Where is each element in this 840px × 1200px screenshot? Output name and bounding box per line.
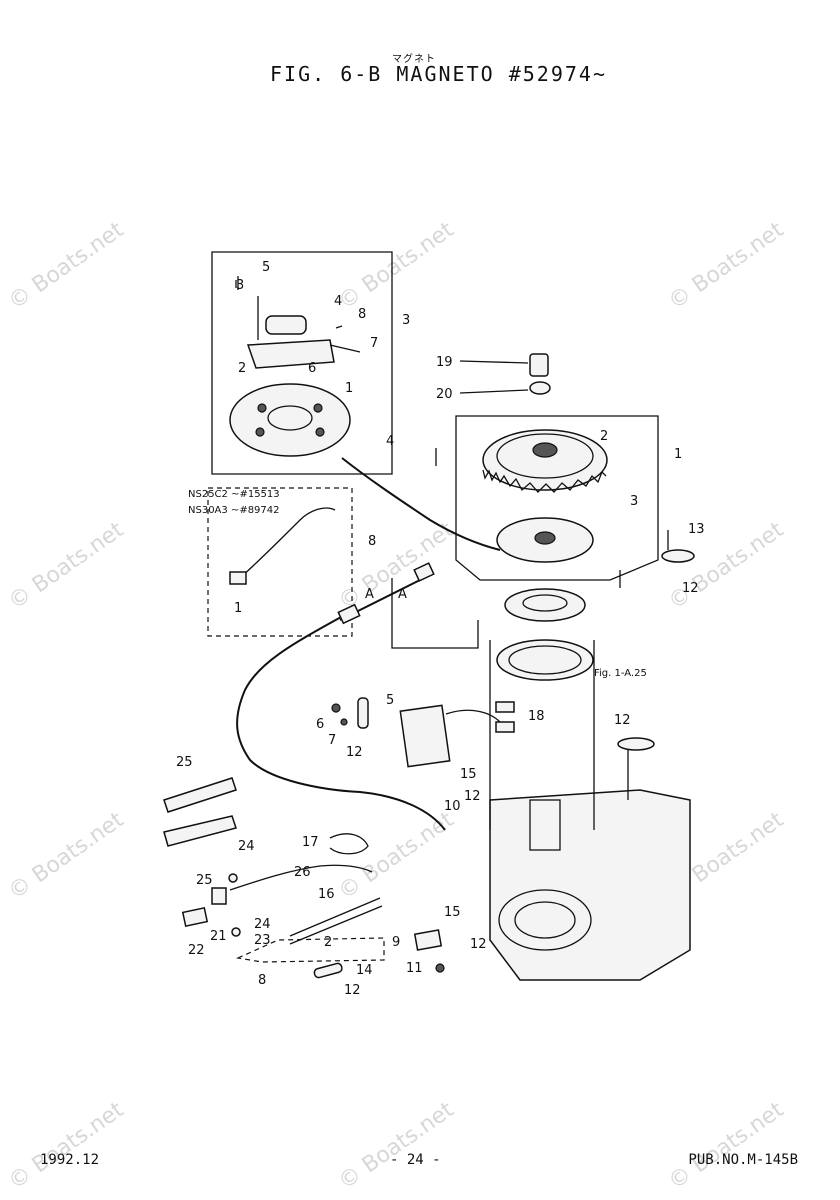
watermark-8: © Boats.net — [334, 807, 459, 905]
watermark-7: © Boats.net — [4, 807, 129, 905]
callout-8: 8 — [358, 307, 366, 322]
reference-note: Fig. 1-A.25 — [594, 668, 647, 679]
callout-7: 7 — [370, 336, 378, 351]
callout-21: 21 — [210, 929, 227, 944]
watermark-2: © Boats.net — [334, 217, 459, 315]
callout-5b: 5 — [386, 693, 394, 708]
callout-8c: 8 — [258, 973, 266, 988]
watermark-4: © Boats.net — [4, 517, 129, 615]
callout-9: 9 — [392, 935, 400, 950]
callout-2b: 2 — [600, 429, 608, 444]
callout-24b: 24 — [254, 917, 271, 932]
callout-3b: 3 — [402, 313, 410, 328]
callout-6: 6 — [308, 361, 316, 376]
callout-18: 18 — [528, 709, 545, 724]
callout-20: 20 — [436, 387, 453, 402]
callout-24: 24 — [238, 839, 255, 854]
watermark-11: © Boats.net — [334, 1097, 459, 1195]
callout-12: 12 — [682, 581, 699, 596]
callout-8b: 8 — [368, 534, 376, 549]
callout-3c: 3 — [630, 494, 638, 509]
callout-25: 25 — [176, 755, 193, 770]
callout-10: 10 — [444, 799, 461, 814]
watermark-3: © Boats.net — [664, 217, 789, 315]
connector-a-2: A — [398, 587, 407, 602]
callout-19: 19 — [436, 355, 453, 370]
callout-26: 26 — [294, 865, 311, 880]
watermark-1: © Boats.net — [4, 217, 129, 315]
callout-12c: 12 — [614, 713, 631, 728]
callout-1b: 1 — [234, 601, 242, 616]
flywheel-assembly — [435, 353, 695, 681]
callout-15b: 15 — [444, 905, 461, 920]
inset-note-2: NS30A3 ~#89742 — [188, 505, 280, 516]
callout-2: 2 — [238, 361, 246, 376]
callout-5: 5 — [262, 260, 270, 275]
callout-15: 15 — [460, 767, 477, 782]
callout-12b: 12 — [346, 745, 363, 760]
loose-parts — [163, 777, 445, 979]
callout-12d: 12 — [464, 789, 481, 804]
watermarks: © Boats.net © Boats.net © Boats.net © Bo… — [4, 217, 789, 1195]
callout-22: 22 — [188, 943, 205, 958]
title-ruby: マグネト — [392, 54, 436, 65]
inset-note-1: NS25C2 ~#15513 — [188, 489, 280, 500]
watermark-5: © Boats.net — [334, 517, 459, 615]
callout-6b: 6 — [316, 717, 324, 732]
connector-a-1: A — [365, 587, 374, 602]
callout-7b: 7 — [328, 733, 336, 748]
callout-16: 16 — [318, 887, 335, 902]
callout-13: 13 — [688, 522, 705, 537]
callout-4b: 4 — [386, 434, 394, 449]
callout-25b: 25 — [196, 873, 213, 888]
callout-1c: 1 — [674, 447, 682, 462]
watermark-10: © Boats.net — [4, 1097, 129, 1195]
cdi-unit — [331, 697, 515, 768]
callout-2c: 2 — [324, 935, 332, 950]
callout-3: 3 — [236, 278, 244, 293]
pulser-inset — [207, 487, 353, 637]
callout-12e: 12 — [470, 937, 487, 952]
footer-date: 1992.12 — [40, 1152, 100, 1168]
footer-page: - 24 - — [390, 1152, 441, 1168]
watermark-12: © Boats.net — [664, 1097, 789, 1195]
callout-11: 11 — [406, 961, 423, 976]
callout-23: 23 — [254, 933, 271, 948]
callout-12f: 12 — [344, 983, 361, 998]
callout-17: 17 — [302, 835, 319, 850]
page-title: FIG. 6-B MAGNETO #52974~ — [270, 62, 607, 86]
stator-inset — [211, 251, 501, 551]
callout-14: 14 — [356, 963, 373, 978]
callout-4: 4 — [334, 294, 342, 309]
powerhead — [489, 640, 691, 981]
callout-1: 1 — [345, 381, 353, 396]
footer-pub: PUB.NO.M-145B — [688, 1152, 798, 1168]
watermark-6: © Boats.net — [664, 517, 789, 615]
cable-harness — [236, 562, 479, 831]
